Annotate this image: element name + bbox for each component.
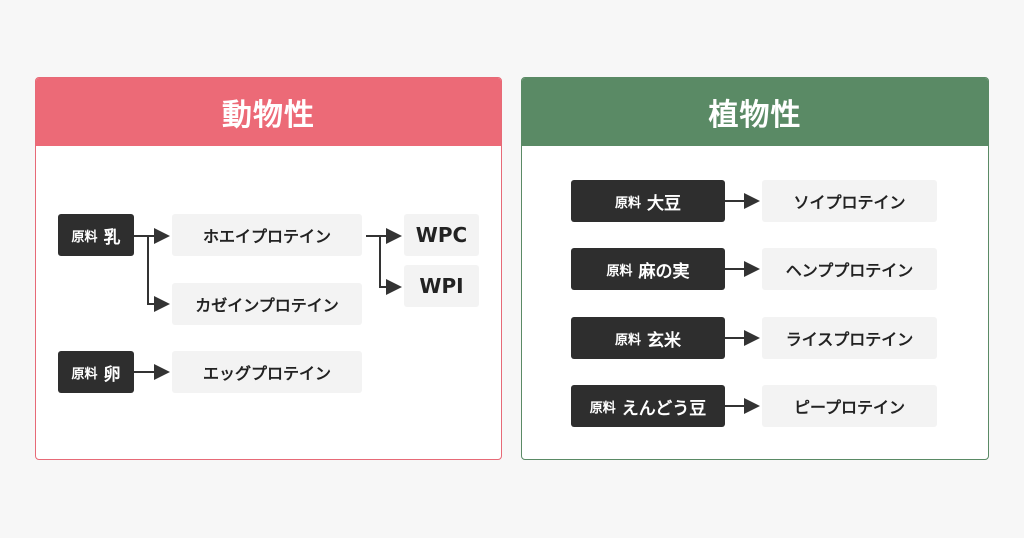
source-milk: 原料乳 xyxy=(58,214,134,256)
arrow-milk-casein xyxy=(147,236,170,312)
product-casein: カゼインプロテイン xyxy=(172,283,362,325)
source-name: 卵 xyxy=(103,364,121,385)
source-name: 玄米 xyxy=(647,330,681,351)
arrow-whey-wpi xyxy=(379,236,402,295)
source-name: 乳 xyxy=(103,227,121,248)
source-rice: 原料玄米 xyxy=(571,317,725,359)
source-prefix: 原料 xyxy=(589,400,616,416)
source-name: えんどう豆 xyxy=(621,398,707,419)
product-rice: ライスプロテイン xyxy=(762,317,937,359)
product-pea: ピープロテイン xyxy=(762,385,937,427)
whey-wpc: WPC xyxy=(404,214,479,256)
source-soy: 原料大豆 xyxy=(571,180,725,222)
source-name: 大豆 xyxy=(647,193,681,214)
product-hemp: ヘンププロテイン xyxy=(762,248,937,290)
product-egg: エッグプロテイン xyxy=(172,351,362,393)
source-egg: 原料卵 xyxy=(58,351,134,393)
source-prefix: 原料 xyxy=(606,263,633,279)
source-prefix: 原料 xyxy=(614,195,641,211)
source-prefix: 原料 xyxy=(614,332,641,348)
product-soy: ソイプロテイン xyxy=(762,180,937,222)
source-prefix: 原料 xyxy=(71,229,98,245)
product-whey: ホエイプロテイン xyxy=(172,214,362,256)
animal-title: 動物性 xyxy=(36,78,501,146)
source-name: 麻の実 xyxy=(638,261,690,282)
plant-title: 植物性 xyxy=(522,78,988,146)
whey-wpi: WPI xyxy=(404,265,479,307)
source-pea: 原料えんどう豆 xyxy=(571,385,725,427)
source-hemp: 原料麻の実 xyxy=(571,248,725,290)
source-prefix: 原料 xyxy=(71,366,98,382)
